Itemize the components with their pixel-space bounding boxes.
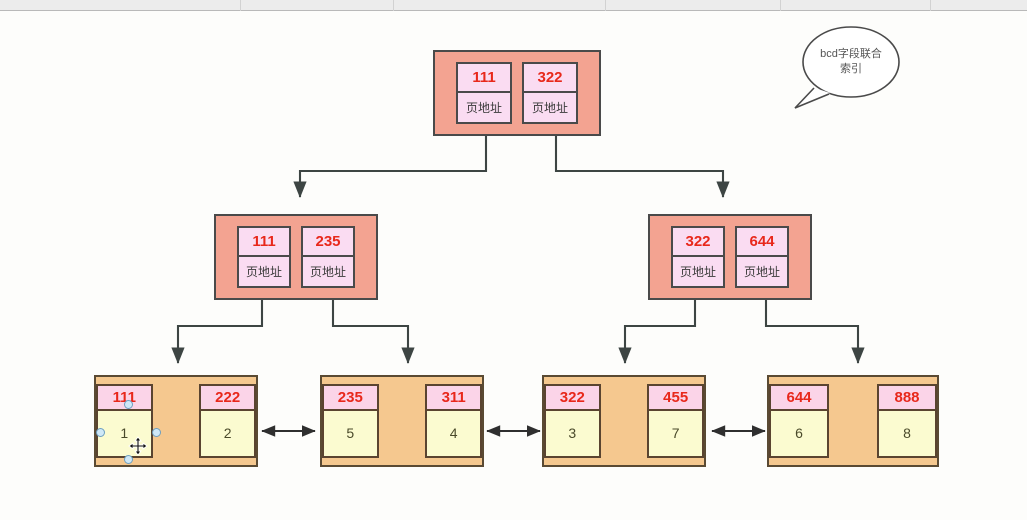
internal-right-entry-1[interactable]: 644 页地址 bbox=[735, 226, 789, 288]
leaf-2-entry-0-value: 5 bbox=[324, 410, 377, 456]
leaf-3-entry-0[interactable]: 322 3 bbox=[544, 384, 601, 458]
edge-root-to-right-internal bbox=[554, 135, 730, 199]
leaf-3-entry-0-value: 3 bbox=[546, 410, 599, 456]
callout-bubble bbox=[794, 26, 900, 109]
internal-right-entry-0[interactable]: 322 页地址 bbox=[671, 226, 725, 288]
move-cursor-icon bbox=[128, 436, 148, 456]
root-entry-1-key: 322 bbox=[524, 64, 576, 94]
internal-node-left[interactable]: 111 页地址 235 页地址 bbox=[214, 214, 378, 300]
toolbar-divider bbox=[930, 0, 931, 11]
leaf-3-entry-1[interactable]: 455 7 bbox=[647, 384, 704, 458]
leaf-2-entry-0[interactable]: 235 5 bbox=[322, 384, 379, 458]
leaf-2-entry-1-key: 311 bbox=[427, 386, 480, 411]
leaf-4-entry-1-key: 888 bbox=[879, 386, 935, 411]
toolbar-divider bbox=[780, 0, 781, 11]
diagram-canvas[interactable]: 111 页地址 322 页地址 111 页地址 235 页地址 322 页地址 … bbox=[0, 11, 1027, 520]
selection-handle-bottom[interactable] bbox=[124, 455, 133, 464]
callout-line-1: bcd字段联合 bbox=[820, 48, 882, 60]
root-node[interactable]: 111 页地址 322 页地址 bbox=[433, 50, 601, 136]
leaf-1-entry-1[interactable]: 222 2 bbox=[199, 384, 256, 458]
leaf-4-entry-0-value: 6 bbox=[771, 410, 827, 456]
leaf-2-entry-0-key: 235 bbox=[324, 386, 377, 411]
root-entry-1[interactable]: 322 页地址 bbox=[522, 62, 578, 124]
root-entry-0-key: 111 bbox=[458, 64, 510, 94]
leaf-1-entry-0-value: 1 bbox=[98, 410, 151, 456]
edge-ri-to-leaf3 bbox=[618, 300, 697, 365]
callout-line-2: 索引 bbox=[840, 63, 862, 75]
internal-left-entry-1[interactable]: 235 页地址 bbox=[301, 226, 355, 288]
internal-left-entry-1-key: 235 bbox=[303, 228, 353, 258]
root-entry-0[interactable]: 111 页地址 bbox=[456, 62, 512, 124]
root-entry-0-pointer: 页地址 bbox=[458, 93, 510, 122]
leaf-4-entry-0-key: 644 bbox=[771, 386, 827, 411]
internal-right-entry-1-pointer: 页地址 bbox=[737, 257, 787, 286]
internal-right-entry-0-key: 322 bbox=[673, 228, 723, 258]
edge-li-to-leaf1 bbox=[171, 300, 264, 365]
toolbar-divider bbox=[393, 0, 394, 11]
selection-handle-right[interactable] bbox=[152, 428, 161, 437]
leaf-2-entry-1[interactable]: 311 4 bbox=[425, 384, 482, 458]
toolbar-divider bbox=[240, 0, 241, 11]
leaf-3-entry-1-value: 7 bbox=[649, 410, 702, 456]
selection-handle-top[interactable] bbox=[124, 400, 133, 409]
leaf-node-2[interactable]: 235 5 311 4 bbox=[320, 375, 484, 467]
connector-layer bbox=[152, 26, 900, 437]
leaf-2-entry-1-value: 4 bbox=[427, 410, 480, 456]
leaf-node-1[interactable]: 111 1 222 2 bbox=[94, 375, 258, 467]
leaf-1-entry-1-key: 222 bbox=[201, 386, 254, 411]
internal-left-entry-0[interactable]: 111 页地址 bbox=[237, 226, 291, 288]
internal-right-entry-1-key: 644 bbox=[737, 228, 787, 258]
internal-left-entry-0-key: 111 bbox=[239, 228, 289, 258]
leaf-3-entry-1-key: 455 bbox=[649, 386, 702, 411]
internal-left-entry-0-pointer: 页地址 bbox=[239, 257, 289, 286]
internal-left-entry-1-pointer: 页地址 bbox=[303, 257, 353, 286]
root-entry-1-pointer: 页地址 bbox=[524, 93, 576, 122]
selection-handle-left[interactable] bbox=[96, 428, 105, 437]
edge-ri-to-leaf4 bbox=[764, 300, 865, 365]
leaf-node-3[interactable]: 322 3 455 7 bbox=[542, 375, 706, 467]
browser-toolbar-strip bbox=[0, 0, 1027, 11]
edge-li-to-leaf2 bbox=[331, 300, 415, 365]
edge-root-to-left-internal bbox=[293, 135, 488, 199]
callout-label: bcd字段联合 索引 bbox=[803, 47, 899, 77]
leaf-1-entry-0[interactable]: 111 1 bbox=[96, 384, 153, 458]
leaf-1-entry-1-value: 2 bbox=[201, 410, 254, 456]
leaf-4-entry-0[interactable]: 644 6 bbox=[769, 384, 829, 458]
internal-right-entry-0-pointer: 页地址 bbox=[673, 257, 723, 286]
leaf-4-entry-1-value: 8 bbox=[879, 410, 935, 456]
leaf-node-4[interactable]: 644 6 888 8 bbox=[767, 375, 939, 467]
leaf-3-entry-0-key: 322 bbox=[546, 386, 599, 411]
internal-node-right[interactable]: 322 页地址 644 页地址 bbox=[648, 214, 812, 300]
leaf-4-entry-1[interactable]: 888 8 bbox=[877, 384, 937, 458]
toolbar-divider bbox=[605, 0, 606, 11]
